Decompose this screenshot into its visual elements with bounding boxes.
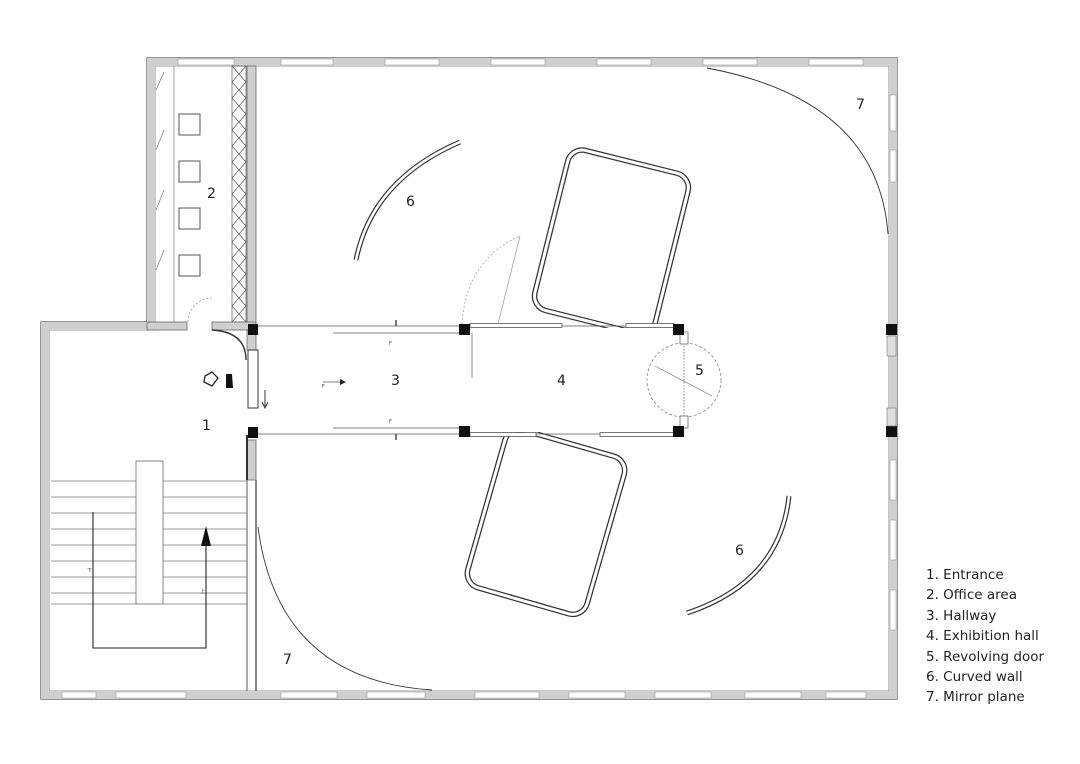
- legend-item: 5. Revolving door: [926, 648, 1045, 665]
- office-partition: [246, 65, 257, 331]
- label-entrance: 1: [202, 418, 211, 434]
- office-door: [187, 297, 213, 323]
- label-revolving: 5: [695, 363, 704, 379]
- curved-wall-bottom-inner: [686, 495, 791, 615]
- staircase: [51, 460, 247, 605]
- label-mirror-b: 7: [283, 652, 292, 668]
- legend-item: 6. Curved wall: [926, 669, 1023, 686]
- legend-item: 3. Hallway: [926, 607, 997, 624]
- revolving-door: [646, 331, 722, 429]
- truss: [231, 65, 247, 323]
- exhibition-door-arc: [461, 235, 521, 325]
- stair-mark-up: 上: [200, 588, 205, 595]
- curved-wall-top-inner: [354, 140, 461, 261]
- stair-arrowhead: [201, 526, 211, 546]
- stair-direction-arrow: [92, 512, 207, 649]
- svg-text:F: F: [389, 341, 392, 347]
- hallway-lines: [256, 320, 464, 440]
- exhibition-frame-top: [531, 147, 692, 337]
- legend-item: 1. Entrance: [926, 567, 1004, 583]
- reception-icon: [203, 371, 233, 388]
- legend-item: 7. Mirror plane: [926, 689, 1025, 706]
- mirror-arc-top: [706, 67, 889, 235]
- exhibition-door-leaf: [497, 235, 521, 325]
- office-bottom-wall: [146, 321, 188, 331]
- entrance-door: [247, 349, 259, 409]
- entrance-partition-bottom: [246, 439, 257, 481]
- entrance-curve: [211, 329, 247, 361]
- label-exhibition: 4: [557, 373, 566, 389]
- exhibition-frame-bottom: [464, 426, 628, 618]
- legend-item: 2. Office area: [926, 587, 1017, 604]
- label-mirror-a: 7: [856, 97, 865, 113]
- mirror-arc-bottom: [257, 526, 433, 691]
- label-curved-a: 6: [406, 194, 415, 210]
- exhibition-opening: [466, 328, 678, 432]
- hallway-arrow: [340, 379, 346, 385]
- svg-text:F: F: [389, 419, 392, 425]
- label-curved-b: 6: [735, 543, 744, 559]
- legend-item: 4. Exhibition hall: [926, 628, 1039, 645]
- office-glazing: [155, 66, 175, 322]
- stair-mark-down: 下: [87, 568, 92, 574]
- legend: 1. Entrance 2. Office area 3. Hallway 4.…: [926, 565, 1044, 708]
- label-hallway: 3: [391, 373, 400, 389]
- windows: [61, 58, 897, 699]
- office-desks: [178, 113, 201, 277]
- entrance-swing-arrow: [261, 390, 269, 410]
- hallway-mark: F: [322, 384, 325, 390]
- right-wall-gap: [886, 335, 897, 357]
- columns: [248, 324, 897, 438]
- label-office: 2: [207, 186, 216, 202]
